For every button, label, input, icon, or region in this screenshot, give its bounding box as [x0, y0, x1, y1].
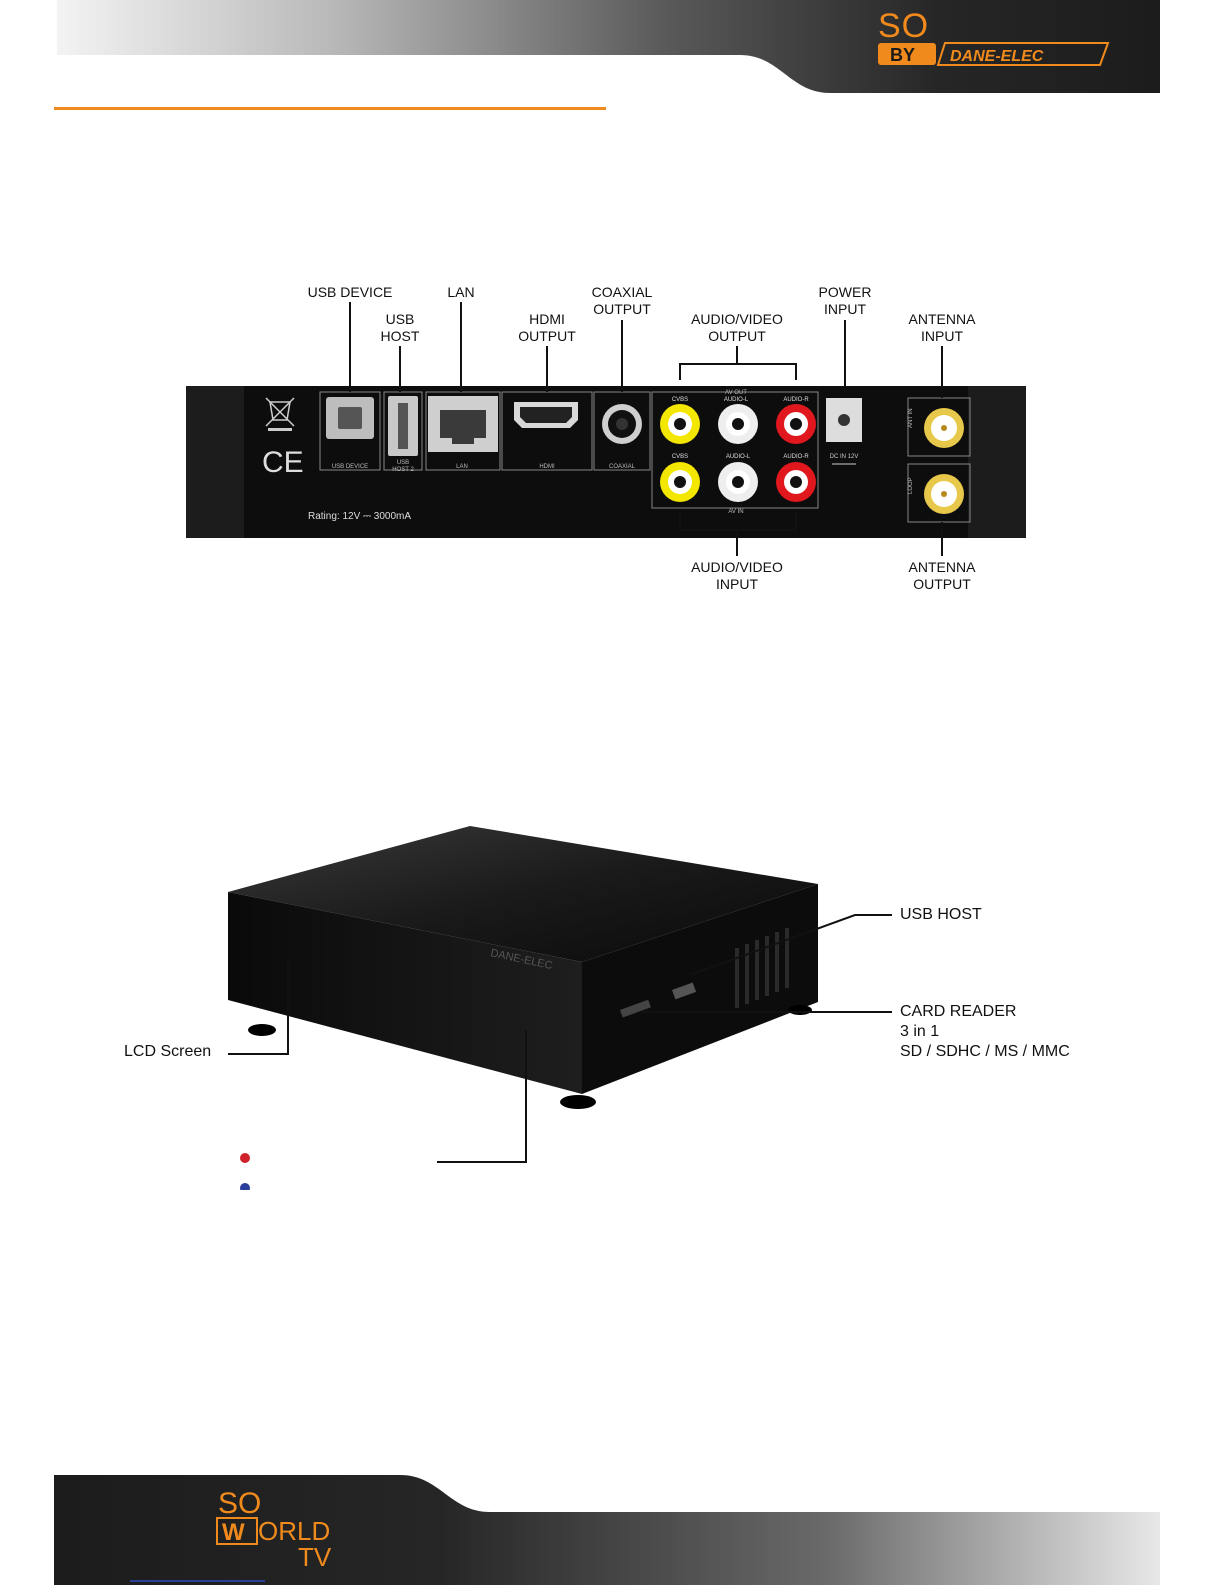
device-side — [582, 884, 818, 1094]
rear-panel-diagram: CE USB DEVICE USB HOST 2 LAN HDMI COAXIA… — [186, 302, 1026, 556]
callout-card-reader: CARD READER 3 in 1 SD / SDHC / MS / MMC — [900, 1003, 1070, 1060]
front-view-diagram: DANE-ELEC — [228, 826, 892, 1190]
svg-text:HOST 2: HOST 2 — [392, 467, 414, 473]
svg-text:TV: TV — [298, 1542, 332, 1572]
svg-text:DANE-ELEC: DANE-ELEC — [950, 48, 1044, 65]
svg-text:ANT IN: ANT IN — [908, 408, 914, 428]
svg-text:BY: BY — [890, 45, 915, 65]
card-reader-slot — [619, 999, 651, 1018]
callout-lan: LAN — [447, 284, 475, 300]
av-input-jacks — [660, 462, 816, 502]
legend-dot-blue — [240, 1183, 250, 1190]
svg-text:HDMI: HDMI — [539, 464, 555, 470]
svg-text:SO: SO — [218, 1487, 261, 1520]
callout-lcd-screen: LCD Screen — [124, 1043, 212, 1060]
ce-mark: CE — [262, 446, 304, 479]
svg-text:LOOP: LOOP — [908, 477, 914, 494]
svg-text:USB: USB — [397, 460, 409, 466]
svg-text:AUDIO-R: AUDIO-R — [783, 397, 809, 403]
svg-text:COAXIAL: COAXIAL — [609, 464, 636, 470]
device-front — [228, 892, 582, 1094]
svg-text:AUDIO-R: AUDIO-R — [783, 454, 809, 460]
svg-text:USB DEVICE: USB DEVICE — [332, 464, 368, 470]
callout-usb-device: USB DEVICE — [307, 284, 393, 300]
side-vents — [735, 928, 789, 1008]
weee-icon — [265, 397, 295, 431]
svg-text:CVBS: CVBS — [672, 454, 688, 460]
svg-text:AUDIO-L: AUDIO-L — [726, 454, 751, 460]
svg-text:ORLD: ORLD — [258, 1516, 330, 1546]
legend-dot-red — [240, 1153, 250, 1163]
callout-usb-host-front: USB HOST — [900, 906, 982, 923]
brand-logo: SO BY DANE-ELEC — [878, 7, 1110, 66]
svg-text:LAN: LAN — [456, 464, 468, 470]
footer-logo: SO W ORLD TV — [216, 1487, 332, 1572]
svg-text:AUDIO-L: AUDIO-L — [724, 397, 749, 403]
rating-label: Rating: 12V ⎓ 3000mA — [308, 511, 411, 522]
svg-text:AV OUT: AV OUT — [725, 390, 747, 396]
svg-text:W: W — [222, 1519, 245, 1546]
svg-text:SO: SO — [878, 7, 929, 45]
header-rule — [54, 107, 606, 110]
av-output-jacks — [660, 404, 816, 444]
page-header: SO BY DANE-ELEC — [54, 0, 1160, 110]
device-top — [228, 826, 818, 962]
svg-text:CVBS: CVBS — [672, 397, 688, 403]
usb-host-slot — [671, 982, 697, 1000]
svg-text:AV IN: AV IN — [728, 509, 743, 515]
svg-text:DC IN 12V: DC IN 12V — [830, 454, 859, 460]
page-footer: SO W ORLD TV — [54, 1475, 1160, 1585]
header-band — [54, 0, 1160, 93]
